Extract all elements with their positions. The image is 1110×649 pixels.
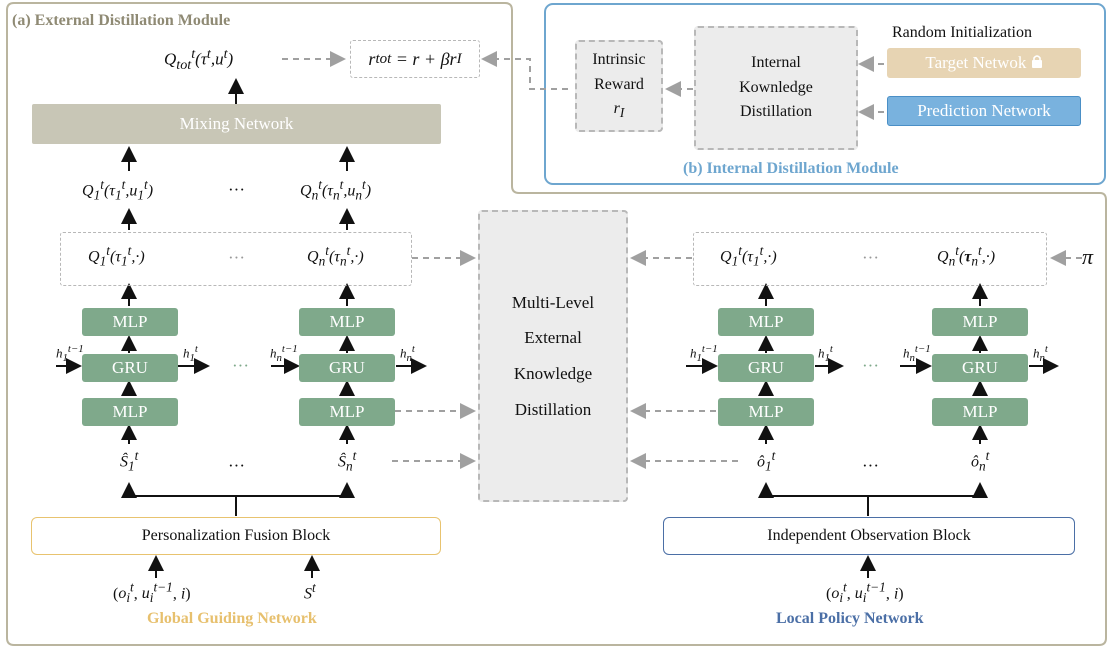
internal-kd-box: Internal Kownledge Distillation — [694, 26, 858, 150]
intrinsic-reward-box: Intrinsic Reward rI — [575, 40, 663, 132]
external-module-title: (a) External Distillation Module — [12, 12, 231, 29]
ellipsis: ··· — [232, 356, 249, 375]
q1-u-label: Q1t(τ1t,u1t) — [82, 177, 154, 203]
local-q1-label: Q1t(τ1t,·) — [720, 243, 777, 269]
global-h1-out: h1t — [183, 343, 198, 364]
intrinsic-reward-label: Intrinsic Reward — [592, 50, 646, 93]
ellipsis: ··· — [862, 456, 879, 475]
lock-icon — [1031, 53, 1043, 73]
global-q-row — [60, 232, 412, 286]
target-network-label: Target Netwok — [925, 53, 1027, 72]
local-mlp-bottom-n: MLP — [932, 398, 1028, 426]
target-network-box: Target Netwok — [887, 48, 1081, 78]
local-hn-in: hnt−1 — [903, 343, 931, 364]
prediction-network-box: Prediction Network — [887, 96, 1081, 126]
ellipsis: ··· — [862, 248, 879, 267]
local-input-obs: (oit, uit−1, i) — [826, 580, 904, 606]
policy-pi: π — [1082, 244, 1094, 269]
global-gru-1: GRU — [82, 354, 178, 382]
global-qn-label: Qnt(τnt,·) — [307, 243, 364, 269]
local-policy-title: Local Policy Network — [776, 610, 924, 627]
qn-u-label: Qnt(τnt,unt) — [300, 177, 372, 203]
mixing-network-box: Mixing Network — [32, 104, 441, 144]
local-h1-in: h1t−1 — [690, 343, 718, 364]
intrinsic-reward-symbol: rI — [613, 100, 625, 121]
local-qn-label: Qnt(τnt,·) — [937, 243, 996, 269]
global-gru-n: GRU — [299, 354, 395, 382]
global-mlp-bottom-1: MLP — [82, 398, 178, 426]
local-o1-label: ô1t — [757, 448, 776, 474]
global-hn-out: hnt — [400, 343, 415, 364]
local-hn-out: hnt — [1033, 343, 1048, 364]
global-hn-in: hnt−1 — [270, 343, 298, 364]
local-on-label: ônt — [971, 448, 990, 474]
global-s1-label: Ŝ1t — [120, 448, 139, 474]
ellipsis: ··· — [862, 356, 879, 375]
global-sn-label: Ŝnt — [338, 448, 357, 474]
local-q-row — [693, 232, 1047, 286]
local-gru-n: GRU — [932, 354, 1028, 382]
local-mlp-top-1: MLP — [718, 308, 814, 336]
ellipsis: ··· — [228, 180, 245, 199]
global-input-obs: (oit, uit−1, i) — [113, 580, 191, 606]
independent-observation-block: Independent Observation Block — [663, 517, 1075, 555]
random-init-label: Random Initialization — [892, 24, 1032, 41]
ellipsis: ··· — [228, 248, 245, 267]
global-mlp-top-n: MLP — [299, 308, 395, 336]
ellipsis: ··· — [228, 456, 245, 475]
local-mlp-bottom-1: MLP — [718, 398, 814, 426]
local-h1-out: h1t — [818, 343, 833, 364]
internal-module-title: (b) Internal Distillation Module — [683, 160, 899, 177]
global-input-state: St — [304, 580, 316, 603]
global-q1-label: Q1t(τ1t,·) — [88, 243, 145, 269]
q-tot-label: Qtott(τt,ut) — [164, 46, 234, 74]
local-gru-1: GRU — [718, 354, 814, 382]
global-mlp-bottom-n: MLP — [299, 398, 395, 426]
global-mlp-top-1: MLP — [82, 308, 178, 336]
local-mlp-top-n: MLP — [932, 308, 1028, 336]
global-guiding-title: Global Guiding Network — [147, 610, 317, 627]
multi-level-distillation-box: Multi-Level External Knowledge Distillat… — [478, 210, 628, 502]
global-h1-in: h1t−1 — [56, 343, 84, 364]
personalization-fusion-block: Personalization Fusion Block — [31, 517, 441, 555]
